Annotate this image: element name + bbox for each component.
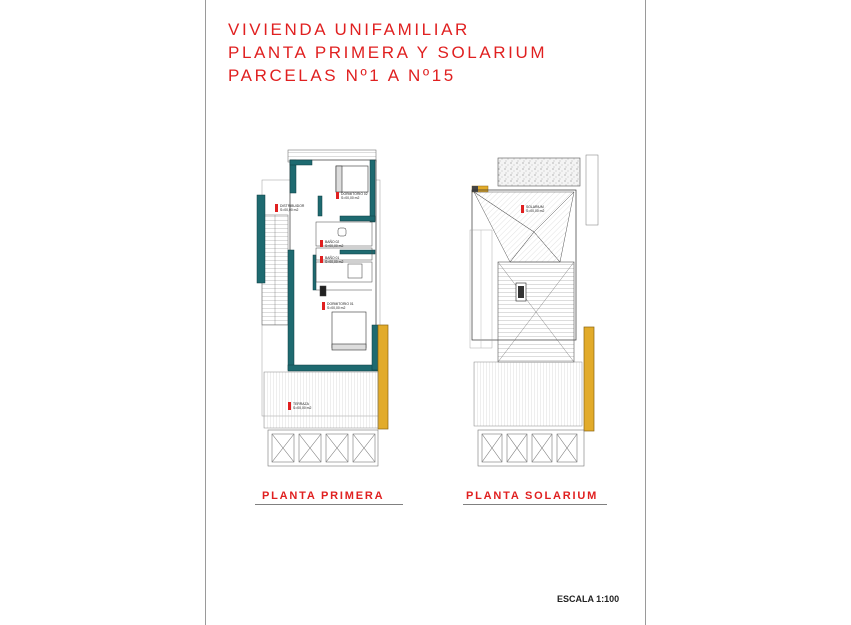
svg-text:S=00,00 m2: S=00,00 m2 [293,406,311,410]
svg-text:S=00,00 m2: S=00,00 m2 [341,196,359,200]
title-line-1: VIVIENDA UNIFAMILIAR [228,20,470,39]
sheet-frame-left [205,0,206,625]
awning-yellow [377,324,389,430]
svg-text:SOLARIUM: SOLARIUM [526,205,544,209]
caption-solarium: PLANTA SOLARIUM [466,490,599,502]
title-line-3: PARCELAS Nº1 A Nº15 [228,66,456,85]
svg-text:BAÑO 02: BAÑO 02 [325,239,339,244]
svg-text:S=00,00 m2: S=00,00 m2 [327,306,345,310]
scale-label: ESCALA 1:100 [557,594,620,604]
svg-text:S=00,00 m2: S=00,00 m2 [325,260,343,264]
caption-rule-solarium [463,504,607,505]
caption-rule-first-floor [255,504,403,505]
svg-text:DISTRIBUIDOR: DISTRIBUIDOR [280,204,305,208]
svg-text:BAÑO 01: BAÑO 01 [325,255,339,260]
svg-text:DORMITORIO 01: DORMITORIO 01 [327,302,354,306]
stair [261,214,289,326]
svg-text:DORMITORIO 02: DORMITORIO 02 [341,192,368,196]
svg-text:S=00,00 m2: S=00,00 m2 [526,209,544,213]
svg-text:S=00,00 m2: S=00,00 m2 [280,208,298,212]
svg-text:S=00,00 m2: S=00,00 m2 [325,244,343,248]
svg-text:TERRAZA: TERRAZA [293,402,310,406]
sheet-frame-right [645,0,646,625]
title-line-2: PLANTA PRIMERA Y SOLARIUM [228,43,548,62]
caption-first-floor: PLANTA PRIMERA [262,490,385,502]
